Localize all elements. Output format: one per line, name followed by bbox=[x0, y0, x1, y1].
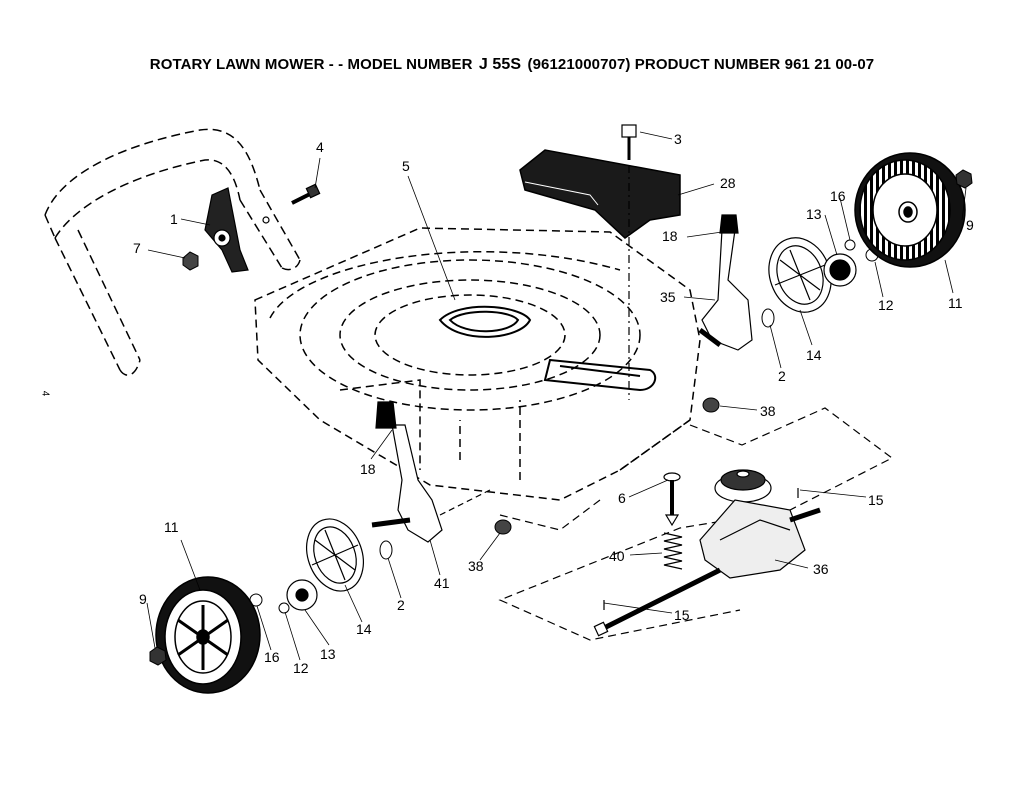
transmission bbox=[699, 469, 821, 579]
callout-35: 35 bbox=[660, 289, 676, 305]
left-wheel bbox=[155, 576, 261, 694]
shoulder-bolt-6 bbox=[663, 472, 681, 527]
callout-9-right: 9 bbox=[966, 217, 974, 233]
nut-9-left bbox=[149, 646, 167, 666]
bolt-4 bbox=[291, 183, 321, 205]
nut-9-right bbox=[955, 169, 973, 189]
right-wheel-hub bbox=[768, 237, 832, 313]
nut-38-right bbox=[702, 397, 720, 413]
spring-40 bbox=[663, 532, 683, 570]
callout-18-left: 18 bbox=[360, 461, 376, 477]
callout-6: 6 bbox=[618, 490, 626, 506]
callout-38-right: 38 bbox=[760, 403, 776, 419]
callout-9-left: 9 bbox=[139, 591, 147, 607]
mower-deck-dashed bbox=[254, 227, 701, 501]
washer-16-right bbox=[844, 239, 856, 251]
callout-1: 1 bbox=[170, 211, 178, 227]
callout-7: 7 bbox=[133, 240, 141, 256]
drive-belt bbox=[438, 305, 657, 392]
callout-12-left: 12 bbox=[293, 660, 309, 676]
callout-3: 3 bbox=[674, 131, 682, 147]
callout-16-left: 16 bbox=[264, 649, 280, 665]
callout-38-left: 38 bbox=[468, 558, 484, 574]
callout-41: 41 bbox=[434, 575, 450, 591]
callout-13-left: 13 bbox=[320, 646, 336, 662]
callout-15-right: 15 bbox=[868, 492, 884, 508]
left-wheel-hub bbox=[306, 518, 364, 592]
assembly-lines bbox=[498, 407, 894, 641]
right-wheel bbox=[854, 152, 966, 268]
washer-2-right bbox=[761, 308, 775, 328]
callout-11-right: 11 bbox=[948, 295, 963, 311]
callout-16-right: 16 bbox=[830, 188, 846, 204]
nut-7 bbox=[182, 251, 199, 271]
callout-14-right: 14 bbox=[806, 347, 822, 363]
bolt-3 bbox=[621, 124, 637, 400]
right-height-lever bbox=[698, 214, 753, 351]
callout-4: 4 bbox=[316, 139, 324, 155]
page-title: ROTARY LAWN MOWER - - MODEL NUMBER J 55S… bbox=[0, 56, 1024, 74]
washer-12-left bbox=[278, 602, 290, 614]
height-adjuster bbox=[204, 187, 270, 273]
handle-dashed bbox=[44, 128, 301, 376]
callout-11-left: 11 bbox=[164, 519, 179, 535]
nut-38-left bbox=[494, 519, 512, 535]
leader-lines bbox=[146, 131, 967, 661]
callout-12-right: 12 bbox=[878, 297, 894, 313]
callout-13-right: 13 bbox=[806, 206, 822, 222]
callout-36: 36 bbox=[813, 561, 829, 577]
model-number: J 55S bbox=[478, 56, 522, 73]
callout-15-bottom: 15 bbox=[674, 607, 690, 623]
gear-13-right bbox=[823, 253, 857, 287]
callout-40: 40 bbox=[609, 548, 625, 564]
callout-28: 28 bbox=[720, 175, 736, 191]
callout-18-top: 18 bbox=[662, 228, 678, 244]
belt-cover bbox=[519, 149, 681, 239]
callout-2-right: 2 bbox=[778, 368, 786, 384]
callout-2-left: 2 bbox=[397, 597, 405, 613]
callout-labels: 3 28 4 5 1 7 18 35 16 13 9 11 12 14 2 38… bbox=[133, 131, 974, 676]
left-height-lever bbox=[371, 401, 491, 543]
callout-5: 5 bbox=[402, 158, 410, 174]
callout-14-left: 14 bbox=[356, 621, 372, 637]
gear-13-left bbox=[286, 579, 318, 611]
title-prefix: ROTARY LAWN MOWER - - MODEL NUMBER bbox=[149, 56, 473, 73]
axle-15 bbox=[593, 488, 799, 637]
washer-2-left bbox=[379, 540, 393, 560]
title-suffix: (96121000707) PRODUCT NUMBER 961 21 00-0… bbox=[527, 56, 875, 73]
